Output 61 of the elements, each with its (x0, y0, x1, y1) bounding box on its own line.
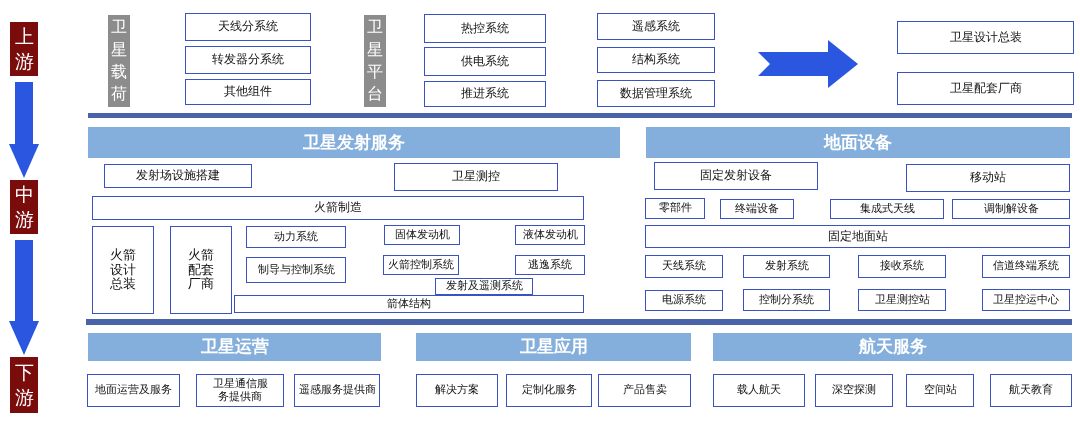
item-box: 信道终端系统 (982, 255, 1070, 278)
item-box: 集成式天线 (830, 199, 944, 219)
item-box: 火箭制造 (92, 196, 584, 220)
arrow (9, 240, 39, 355)
item-box: 逃逸系统 (515, 255, 585, 275)
item-box: 解决方案 (416, 374, 498, 407)
section-header: 卫星运营 (88, 333, 381, 361)
item-box: 制导与控制系统 (246, 257, 346, 283)
item-box: 终端设备 (720, 199, 794, 219)
item-box: 卫星控运中心 (982, 289, 1070, 311)
item-box: 火箭控制系统 (383, 255, 459, 275)
arrow (9, 82, 39, 178)
item-box: 热控系统 (424, 14, 546, 43)
item-box: 火箭配套厂商 (170, 226, 232, 314)
item-box: 深空探测 (815, 374, 893, 407)
section-header: 地面设备 (646, 127, 1070, 158)
item-box: 移动站 (906, 164, 1070, 192)
item-box: 发射场设施搭建 (104, 164, 252, 188)
item-box: 结构系统 (597, 47, 715, 73)
item-box: 数据管理系统 (597, 80, 715, 107)
item-box: 供电系统 (424, 47, 546, 76)
item-box: 天线分系统 (185, 13, 311, 41)
item-box: 固定地面站 (645, 225, 1070, 248)
item-box: 发射系统 (743, 255, 830, 278)
item-box: 航天教育 (990, 374, 1072, 407)
item-box: 地面运营及服务 (87, 374, 180, 407)
category-label: 卫星平台 (364, 15, 386, 107)
item-box: 电源系统 (645, 290, 723, 311)
category-label: 卫星载荷 (108, 15, 130, 107)
item-box: 箭体结构 (234, 295, 584, 313)
item-box: 遥感系统 (597, 13, 715, 40)
section-header: 卫星发射服务 (88, 127, 620, 158)
stage-label: 上游 (10, 22, 38, 76)
item-box: 卫星测控站 (858, 289, 946, 311)
item-box: 天线系统 (645, 255, 723, 278)
item-box: 转发器分系统 (185, 46, 311, 74)
item-box: 载人航天 (713, 374, 805, 407)
item-box: 卫星测控 (394, 163, 558, 191)
item-box: 定制化服务 (506, 374, 592, 407)
item-box: 其他组件 (185, 79, 311, 105)
section-header: 航天服务 (713, 333, 1072, 361)
item-box: 液体发动机 (515, 225, 585, 245)
item-box: 控制分系统 (743, 289, 830, 311)
item-box: 卫星设计总装 (897, 21, 1074, 54)
stage-label: 中游 (10, 180, 38, 234)
item-box: 遥感服务提供商 (294, 374, 380, 407)
item-box: 零部件 (645, 198, 705, 219)
item-box: 火箭设计总装 (92, 226, 154, 314)
item-box: 卫星配套厂商 (897, 72, 1074, 105)
section-header: 卫星应用 (416, 333, 691, 361)
item-box: 固体发动机 (384, 225, 460, 245)
item-box: 空间站 (906, 374, 974, 407)
item-box: 推进系统 (424, 81, 546, 107)
item-box: 产品售卖 (598, 374, 691, 407)
item-box: 卫星通信服务提供商 (196, 374, 284, 407)
item-box: 调制解设备 (952, 199, 1070, 219)
item-box: 固定发射设备 (654, 162, 818, 190)
item-box: 发射及遥测系统 (435, 278, 533, 295)
item-box: 动力系统 (246, 226, 346, 248)
item-box: 接收系统 (858, 255, 946, 278)
stage-label: 下游 (10, 357, 38, 413)
